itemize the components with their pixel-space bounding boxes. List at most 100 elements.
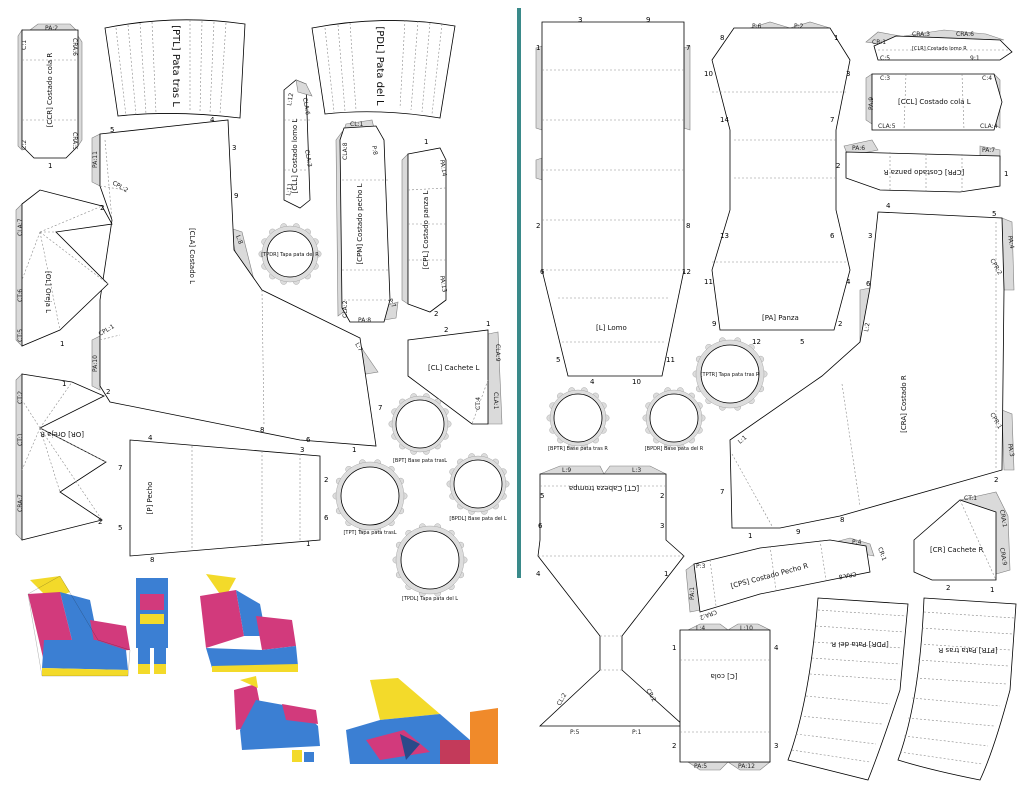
tab-clr-cra3: CRA:3 [912, 31, 930, 38]
label-bptr: [BPTR] Base pata tras R [548, 446, 608, 452]
tab-c-l10: L:10 [740, 625, 753, 632]
tab-cra-pa3: PA:3 [1006, 443, 1015, 457]
tab-cla-l7: L:7 [353, 342, 364, 354]
tab-cll-b2: CLA:3 [303, 149, 313, 168]
tab-clr-9: 9:1 [970, 55, 980, 62]
num-l-6: 6 [540, 268, 545, 276]
model-render-closeup [346, 678, 498, 764]
tab-cps-p3: P:3 [696, 563, 706, 570]
label-ol: [OL] Oreja L [44, 271, 52, 313]
num-cra-1: 1 [748, 532, 752, 540]
piece-tpdl: [TPDL] Tapa pata del L [392, 523, 468, 602]
piece-cps: [CPS] Costado Pecho R P:3 P:4 PA:1 CRA:2… [685, 537, 888, 621]
tab-pa-p6: P:6 [752, 23, 762, 30]
num-cla-9: 9 [234, 192, 238, 200]
tab-c-pa5: PA:5 [694, 763, 707, 770]
num-cra-5: 5 [992, 210, 996, 218]
tab-ccl-pa9: PA:9 [868, 97, 875, 110]
tab-clr-cr1: CR:1 [872, 39, 886, 46]
tab-cpm-p8: P:8 [370, 145, 379, 156]
label-tpt: [TPT] Tapa pata trasL [343, 530, 396, 536]
tab-cpm-pa8: PA:8 [358, 317, 371, 324]
tab-ct-p5: P:5 [570, 729, 580, 736]
piece-bptr: [BPTR] Base pata tras R [546, 387, 610, 452]
num-cra-4: 4 [886, 202, 891, 210]
tab-ct-p1: P:1 [632, 729, 642, 736]
label-bpdl: [BPDL] Base pata del L [449, 516, 506, 522]
tab-c-l4: L:4 [696, 625, 705, 632]
num-cpr-1: 1 [1004, 170, 1008, 178]
tab-ccr-right: CRA:6 [71, 38, 78, 56]
tab-ol-ct5: CT:5 [17, 329, 24, 342]
tab-cpm-cl1: CL:1 [350, 121, 364, 128]
num-p-1: 1 [306, 540, 310, 548]
tab-cpm-cla2: CLA:2 [342, 300, 349, 318]
num-cra-3: 3 [868, 232, 872, 240]
piece-cra: [CRA] Costado R PA:4 CPR:2 L:2 L:1 CPR:1… [720, 202, 1015, 540]
label-bpt: [BPT] Base pata trasL [393, 458, 447, 464]
tab-pa-p2: P:2 [794, 23, 804, 30]
tab-cll-top: L:12 [286, 92, 295, 106]
tab-cl-cla1: CLA:1 [492, 392, 499, 410]
num-pa-6: 6 [830, 232, 835, 240]
num-cr-1: 1 [990, 586, 994, 594]
label-ptl: [PTL] Pata tras L [170, 25, 181, 107]
tab-cra-l1: L:1 [737, 434, 749, 445]
tab-c-pa12: PA:12 [738, 763, 755, 770]
num-ct-1: 1 [664, 570, 668, 578]
num-p-5: 5 [118, 524, 122, 532]
tab-or-ct1: CT:1 [17, 433, 24, 446]
tab-cpm-p7: P:7 [386, 298, 397, 310]
model-render-side [27, 575, 131, 677]
label-cra: [CRA] Costado R [900, 375, 908, 433]
piece-ptl: [PTL] Pata tras L [104, 19, 246, 119]
tab-ccr-top: PA:2 [45, 25, 58, 32]
num-cl-2: 2 [444, 326, 448, 334]
piece-bpdl: [BPDL] Base pata del L [446, 453, 510, 522]
tab-ccr-left2: C:2 [21, 140, 28, 150]
num-cra-9: 9 [796, 528, 800, 536]
num-pa-7: 7 [830, 116, 834, 124]
model-render-front [136, 578, 168, 674]
num-pa-9: 9 [712, 320, 716, 328]
piece-tpt: [TPT] Tapa pata trasL [332, 459, 408, 536]
tab-cr-ct1: CT:1 [964, 495, 977, 502]
num-l-11: 11 [666, 356, 675, 364]
num-l-5: 5 [556, 356, 560, 364]
num-pa-5: 5 [800, 338, 804, 346]
tab-cll-b: L:11 [285, 182, 294, 196]
num-cla-7: 7 [378, 404, 382, 412]
label-tptr: [TPTR] Tapa pata tras R [701, 372, 760, 378]
num-p-8: 8 [150, 556, 154, 564]
label-or: [OR] Oreja R [40, 430, 84, 438]
piece-cpm: [CPM] Costado pecho L CL:1 P:8 CLA:8 CLA… [335, 119, 399, 324]
num-ct-6: 6 [538, 522, 543, 530]
piece-ct: [CT] Cabeza trompa L:9 L:3 CL:2 CR:2 P:5… [536, 465, 686, 736]
num-l-8: 8 [686, 222, 690, 230]
num-pa-11: 11 [704, 278, 713, 286]
tab-clr-c5: C:5 [880, 55, 890, 62]
num-cla-4: 4 [210, 116, 215, 124]
model-render-three-quarter [200, 574, 298, 672]
tab-cpr-pa6: PA:6 [852, 145, 865, 152]
num-ol-2: 2 [100, 204, 104, 212]
num-ol-1: 1 [60, 340, 64, 348]
num-p-6: 6 [324, 514, 329, 522]
num-ct-4: 4 [536, 570, 541, 578]
label-pdl: [PDL] Pata del L [374, 26, 385, 106]
piece-tpdr: [TPDR] Tapa pata del R [258, 223, 322, 285]
num-cra-7: 7 [720, 488, 724, 496]
label-cl: [CL] Cachete L [428, 364, 480, 372]
num-cla-2: 2 [106, 388, 110, 396]
num-pa-8: 8 [720, 34, 724, 42]
num-c-3: 3 [774, 742, 778, 750]
label-cll: [CLL] Costado lomo L [291, 119, 299, 194]
tab-ccr-right2: CRA:5 [71, 132, 78, 150]
piece-tptr: [TPTR] Tapa pata tras R [692, 337, 768, 411]
tab-or-cra7: CRA:7 [17, 494, 24, 512]
num-l-3: 3 [578, 16, 582, 24]
tab-or-ct2: CT:2 [17, 391, 24, 404]
num-pa-4: 4 [846, 278, 851, 286]
num-l-7: 7 [686, 44, 690, 52]
tab-ol-ct6: CT:6 [17, 289, 24, 302]
